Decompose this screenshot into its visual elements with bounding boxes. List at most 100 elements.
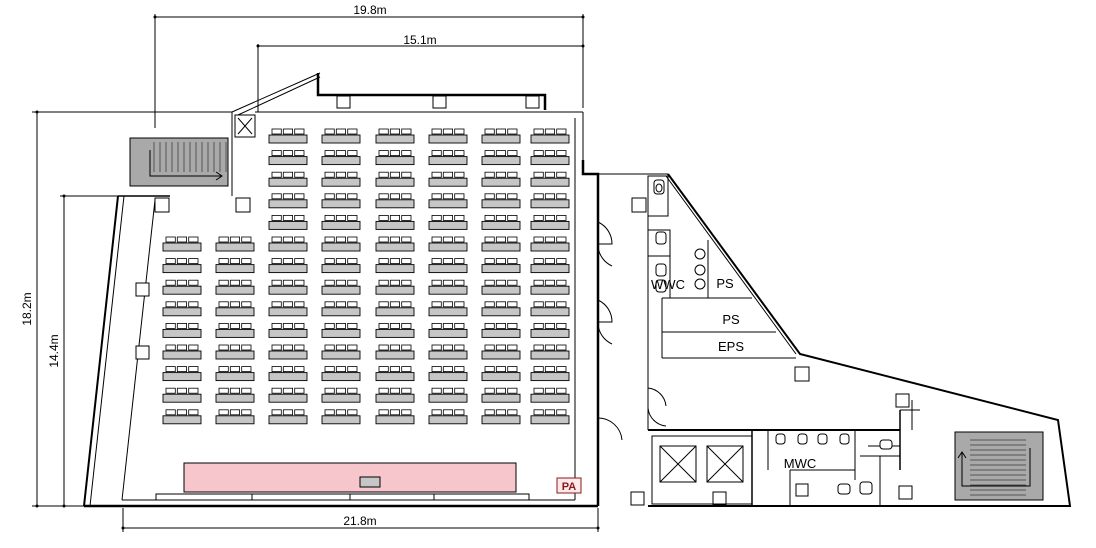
- desk-row-11-col-7: [530, 366, 570, 382]
- desk-row-4-col-7: [530, 214, 570, 230]
- dim-top-inner-label: 15.1m: [403, 33, 436, 47]
- desk-row-12-col-6: [481, 387, 521, 403]
- desk-row-8-col-1: [215, 301, 255, 317]
- desk-row-11-col-5: [428, 366, 468, 382]
- desk-row-6-col-1: [215, 258, 255, 274]
- desk-row-10-col-6: [481, 344, 521, 360]
- mwc-label: MWC: [784, 456, 817, 471]
- eps-label: EPS: [718, 339, 744, 354]
- desk-row-2-col-5: [428, 171, 468, 187]
- desk-row-12-col-1: [215, 387, 255, 403]
- left-staircase: [129, 137, 229, 187]
- desk-row-13-col-2: [268, 409, 308, 425]
- desk-row-8-col-4: [375, 301, 415, 317]
- desk-row-3-col-2: [268, 193, 308, 209]
- desk-row-1-col-7: [530, 150, 570, 166]
- desk-row-13-col-4: [375, 409, 415, 425]
- desk-row-7-col-1: [215, 279, 255, 295]
- desk-row-2-col-4: [375, 171, 415, 187]
- corridor: [597, 173, 668, 441]
- desk-row-0-col-4: [375, 128, 415, 144]
- desk-row-3-col-3: [321, 193, 361, 209]
- pa-label-text: PA: [562, 481, 577, 493]
- ps-lower-label: PS: [722, 312, 740, 327]
- desk-row-11-col-2: [268, 366, 308, 382]
- lectern: [359, 476, 381, 488]
- desk-row-12-col-5: [428, 387, 468, 403]
- desk-row-11-col-6: [481, 366, 521, 382]
- desk-row-9-col-4: [375, 322, 415, 338]
- desk-row-7-col-2: [268, 279, 308, 295]
- desk-row-11-col-1: [215, 366, 255, 382]
- desk-row-5-col-1: [215, 236, 255, 252]
- desk-row-7-col-5: [428, 279, 468, 295]
- desk-row-5-col-3: [321, 236, 361, 252]
- desk-row-11-col-4: [375, 366, 415, 382]
- desk-row-1-col-4: [375, 150, 415, 166]
- desk-row-13-col-6: [481, 409, 521, 425]
- desk-row-8-col-5: [428, 301, 468, 317]
- desk-row-12-col-4: [375, 387, 415, 403]
- desk-row-2-col-3: [321, 171, 361, 187]
- desk-row-4-col-2: [268, 214, 308, 230]
- desk-row-6-col-5: [428, 258, 468, 274]
- desk-row-9-col-3: [321, 322, 361, 338]
- desk-row-4-col-6: [481, 214, 521, 230]
- desk-row-10-col-3: [321, 344, 361, 360]
- desk-row-8-col-0: [162, 301, 202, 317]
- wall-columns: [135, 95, 913, 506]
- dimension-lines: [32, 14, 599, 532]
- desk-row-10-col-7: [530, 344, 570, 360]
- desk-row-8-col-3: [321, 301, 361, 317]
- desk-row-7-col-0: [162, 279, 202, 295]
- desk-row-3-col-7: [530, 193, 570, 209]
- core-block-walls: [647, 173, 1072, 507]
- desk-row-1-col-3: [321, 150, 361, 166]
- desk-row-13-col-0: [162, 409, 202, 425]
- desk-row-5-col-7: [530, 236, 570, 252]
- desk-row-0-col-2: [268, 128, 308, 144]
- desk-row-12-col-2: [268, 387, 308, 403]
- desk-row-13-col-3: [321, 409, 361, 425]
- desk-row-7-col-3: [321, 279, 361, 295]
- right-staircase: [954, 431, 1044, 501]
- desk-row-3-col-4: [375, 193, 415, 209]
- desk-row-2-col-6: [481, 171, 521, 187]
- desk-row-4-col-5: [428, 214, 468, 230]
- desk-row-5-col-4: [375, 236, 415, 252]
- desk-row-9-col-0: [162, 322, 202, 338]
- desk-row-9-col-5: [428, 322, 468, 338]
- desk-row-6-col-4: [375, 258, 415, 274]
- wc-fixtures: [653, 179, 893, 497]
- dim-bottom-label: 21.8m: [343, 514, 376, 528]
- ps-upper-label: PS: [716, 276, 734, 291]
- desk-row-1-col-6: [481, 150, 521, 166]
- desk-row-1-col-2: [268, 150, 308, 166]
- desk-row-5-col-6: [481, 236, 521, 252]
- desk-row-9-col-7: [530, 322, 570, 338]
- desk-row-10-col-5: [428, 344, 468, 360]
- desk-row-7-col-7: [530, 279, 570, 295]
- desk-row-9-col-2: [268, 322, 308, 338]
- desk-row-8-col-6: [481, 301, 521, 317]
- stage: [155, 462, 530, 500]
- desk-row-3-col-5: [428, 193, 468, 209]
- desk-row-10-col-0: [162, 344, 202, 360]
- dim-left-outer-label: 18.2m: [20, 292, 34, 325]
- desk-row-5-col-5: [428, 236, 468, 252]
- desk-row-6-col-6: [481, 258, 521, 274]
- desk-row-0-col-5: [428, 128, 468, 144]
- desk-row-2-col-2: [268, 171, 308, 187]
- desk-row-13-col-7: [530, 409, 570, 425]
- desk-row-8-col-2: [268, 301, 308, 317]
- desk-row-13-col-1: [215, 409, 255, 425]
- desk-row-11-col-3: [321, 366, 361, 382]
- desk-row-5-col-2: [268, 236, 308, 252]
- wc-upper-label: WWC: [651, 277, 685, 292]
- desk-row-7-col-6: [481, 279, 521, 295]
- seating-area: [162, 128, 570, 425]
- desk-row-13-col-5: [428, 409, 468, 425]
- desk-row-6-col-7: [530, 258, 570, 274]
- desk-row-11-col-0: [162, 366, 202, 382]
- desk-row-8-col-7: [530, 301, 570, 317]
